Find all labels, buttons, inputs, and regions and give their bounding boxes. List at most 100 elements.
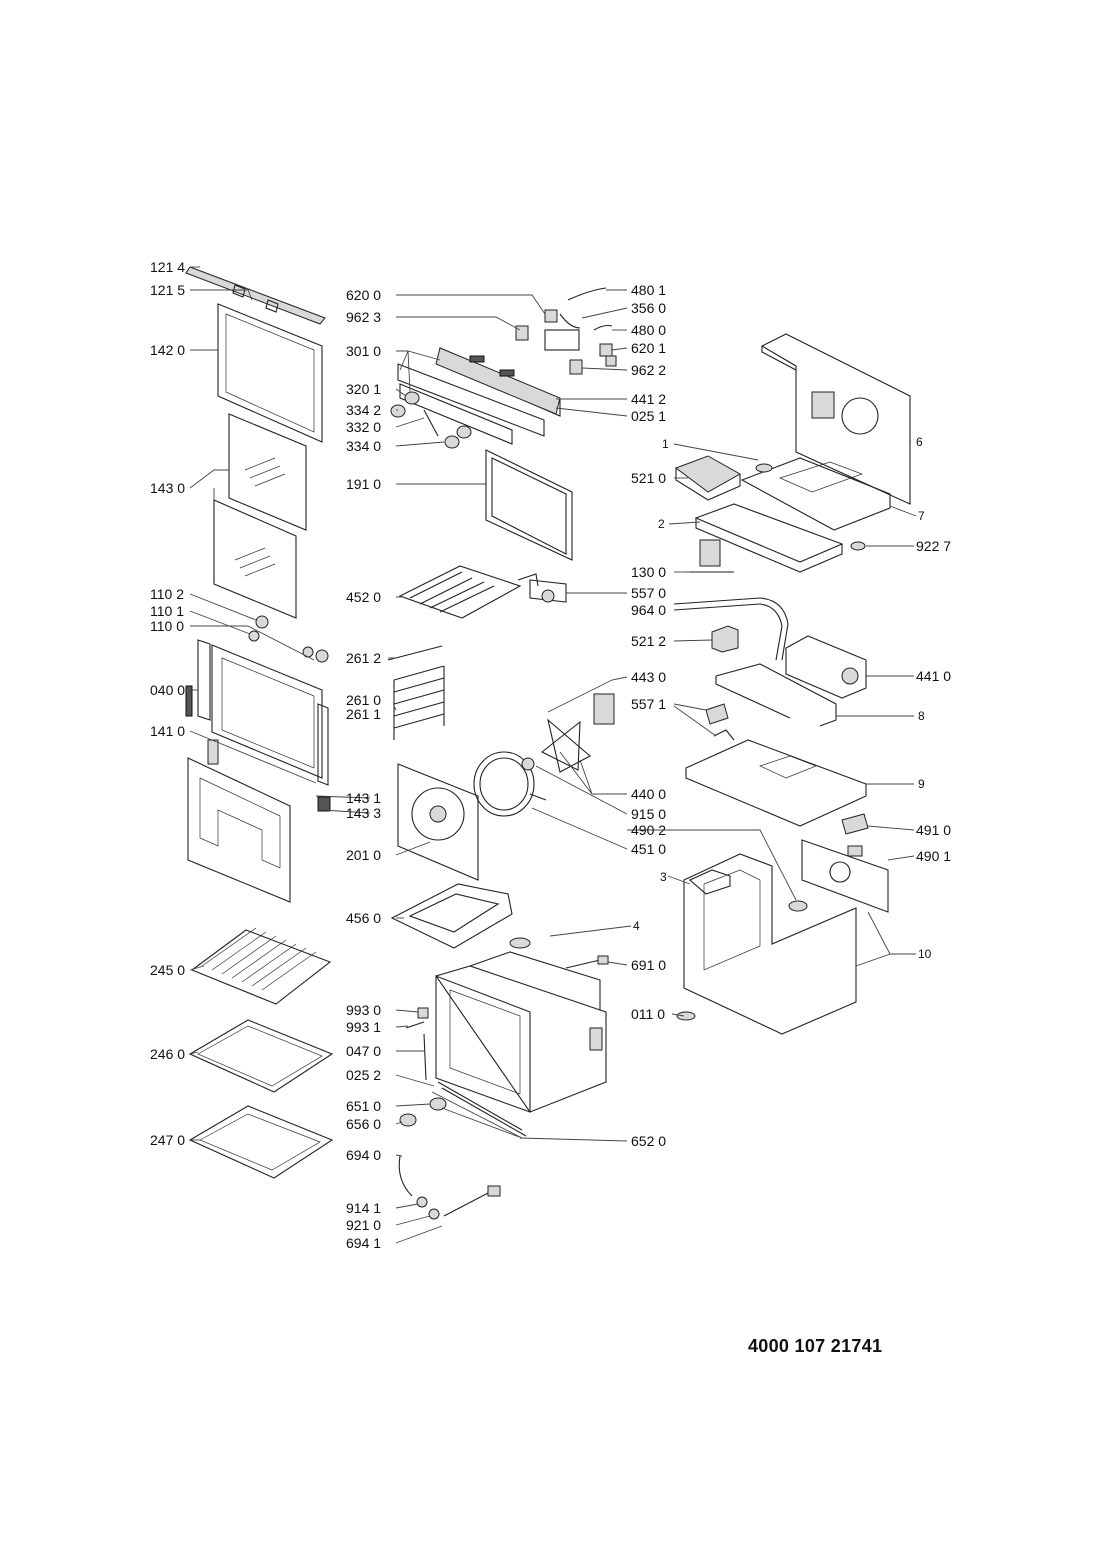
bottom-heating-element: [390, 883, 513, 949]
part-label: 962 3: [346, 309, 381, 325]
electronic-modules-top: [515, 287, 617, 375]
part-label: 694 0: [346, 1147, 381, 1163]
part-label: 2: [658, 517, 665, 531]
cooling-fan-130: [686, 539, 734, 573]
part-label: 247 0: [150, 1132, 185, 1148]
side-rails: [387, 645, 445, 740]
part-label: 7: [918, 509, 925, 523]
fan-cover-back-panel: [397, 763, 479, 881]
part-label: 121 5: [150, 282, 185, 298]
part-label: 142 0: [150, 342, 185, 358]
part-label: 261 0: [346, 692, 381, 708]
part-label: 521 2: [631, 633, 666, 649]
part-label: 130 0: [631, 564, 666, 580]
power-cable: [398, 1155, 501, 1220]
part-label: 332 0: [346, 419, 381, 435]
part-label: 1: [662, 437, 669, 451]
part-label: 334 2: [346, 402, 381, 418]
door-top-trim: [185, 266, 326, 325]
door-seal: [485, 449, 573, 561]
part-label: 452 0: [346, 589, 381, 605]
part-label: 245 0: [150, 962, 185, 978]
part-label: 620 0: [346, 287, 381, 303]
grill-element: [398, 565, 539, 619]
part-label: 191 0: [346, 476, 381, 492]
part-label: 451 0: [631, 841, 666, 857]
part-label: 047 0: [346, 1043, 381, 1059]
baking-tray-shallow: [188, 1019, 334, 1093]
part-label: 025 1: [631, 408, 666, 424]
part-label: 6: [916, 435, 923, 449]
oven-housing: [676, 853, 857, 1035]
part-label: 9: [918, 777, 925, 791]
door-hinge-discs: [248, 615, 329, 663]
thermostat-bracket: [529, 579, 567, 603]
part-label: 141 0: [150, 723, 185, 739]
leader-lines: [189, 266, 917, 1244]
part-label: 261 1: [346, 706, 381, 722]
part-label: 656 0: [346, 1116, 381, 1132]
lower-plate: [694, 503, 844, 573]
part-label: 025 2: [346, 1067, 381, 1083]
lamp-cover: [509, 937, 531, 949]
part-labels: 121 4 121 5 142 0 143 0 1 10 2 110 1 110 …: [150, 259, 951, 1251]
part-label: 143 1: [346, 790, 381, 806]
part-label: 557 0: [631, 585, 666, 601]
control-knobs: [390, 391, 472, 449]
part-label: 110 0: [150, 618, 184, 634]
cavity-screws: [405, 1007, 429, 1081]
part-label: 915 0: [631, 806, 666, 822]
oven-rack-wire: [190, 927, 332, 1005]
cavity-front-seal: [437, 1081, 527, 1137]
cooling-fan-assembly: [785, 635, 867, 699]
control-panel: [397, 347, 561, 445]
part-label: 480 1: [631, 282, 666, 298]
rear-panel-490: [801, 839, 889, 913]
part-label: 557 1: [631, 696, 666, 712]
part-label: 443 0: [631, 669, 666, 685]
part-label: 440 0: [631, 786, 666, 802]
thermostat-5571: [705, 703, 735, 741]
part-label: 334 0: [346, 438, 381, 454]
lamp-holder-691: [565, 955, 609, 969]
part-label: 456 0: [346, 910, 381, 926]
part-label: 521 0: [631, 470, 666, 486]
part-label: 143 3: [346, 805, 381, 821]
top-cover: [760, 333, 911, 505]
part-label: 652 0: [631, 1133, 666, 1149]
transformer-5212: [711, 625, 739, 653]
part-label: 921 0: [346, 1217, 381, 1233]
part-label: 121 4: [150, 259, 185, 275]
part-label: 490 2: [631, 822, 666, 838]
part-label: 964 0: [631, 602, 666, 618]
part-label: 10: [918, 947, 932, 961]
part-label: 143 0: [150, 480, 185, 496]
door-inner-glass-panels: [213, 413, 307, 619]
part-label: 993 0: [346, 1002, 381, 1018]
part-label: 922 7: [916, 538, 951, 554]
fan-bracket-8: [715, 663, 837, 727]
part-label: 962 2: [631, 362, 666, 378]
baking-tray-deep: [188, 1105, 334, 1179]
part-label: 914 1: [346, 1200, 381, 1216]
upper-plate: [740, 457, 891, 531]
washer-9227: [850, 541, 866, 551]
door-inner-panel: [187, 757, 291, 903]
part-label: 246 0: [150, 1046, 185, 1062]
part-label: 620 1: [631, 340, 666, 356]
part-label: 040 0: [150, 682, 185, 698]
part-label: 651 0: [346, 1098, 381, 1114]
terminal-block-491: [841, 813, 869, 835]
part-label: 441 0: [916, 668, 951, 684]
part-label: 491 0: [916, 822, 951, 838]
part-label: 320 1: [346, 381, 381, 397]
part-label: 8: [918, 709, 925, 723]
electronic-board: [674, 455, 742, 501]
part-label: 110 1: [150, 603, 184, 619]
fan-motor: [521, 693, 615, 773]
lamp-parts: [399, 1097, 447, 1127]
cooling-duct-tube: [673, 597, 789, 661]
part-label: 993 1: [346, 1019, 381, 1035]
circular-heating-element: [473, 751, 547, 817]
